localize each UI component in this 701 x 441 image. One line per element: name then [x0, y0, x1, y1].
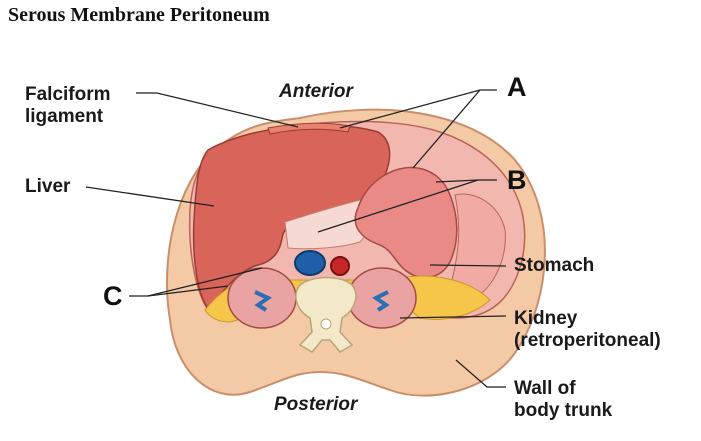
wall-leader [455, 359, 506, 388]
posterior-label: Posterior [274, 394, 358, 415]
vertebra [295, 276, 357, 353]
liver-shape [192, 124, 391, 312]
kidney-label-line1: Kidney [514, 308, 578, 329]
kidney-leader [399, 315, 507, 319]
aorta [330, 256, 350, 276]
right-kidney [347, 267, 417, 329]
liver-leader [85, 186, 215, 207]
right-renal-pelvis [372, 290, 390, 312]
page-title: Serous Membrane Peritoneum [8, 4, 270, 26]
a-leader-2 [412, 89, 481, 169]
falciform-label-line2: ligament [25, 106, 104, 127]
falciform-label: Falciform ligament [25, 84, 111, 128]
falciform-ligament-shape [267, 122, 351, 135]
spinal-canal [320, 318, 332, 330]
anterior-label: Anterior [279, 81, 353, 102]
kidney-label: Kidney (retroperitoneal) [514, 308, 661, 352]
liver-label: Liver [25, 176, 71, 197]
falciform-label-line1: Falciform [25, 84, 111, 105]
stomach-leader [429, 264, 507, 267]
c-leader-2 [147, 285, 229, 297]
wall-label-line1: Wall of [514, 378, 576, 399]
letter-b: B [507, 165, 527, 195]
left-renal-pelvis [254, 290, 272, 312]
stomach-label: Stomach [514, 255, 595, 276]
b-leader-2 [317, 179, 479, 233]
kidney-label-line2: (retroperitoneal) [514, 330, 661, 351]
falciform-leader [136, 92, 299, 128]
wall-label: Wall of body trunk [514, 378, 612, 422]
letter-c: C [103, 281, 123, 311]
left-kidney [227, 267, 297, 329]
letter-a: A [507, 72, 527, 102]
inferior-vena-cava [294, 250, 326, 276]
wall-label-line2: body trunk [514, 400, 613, 421]
